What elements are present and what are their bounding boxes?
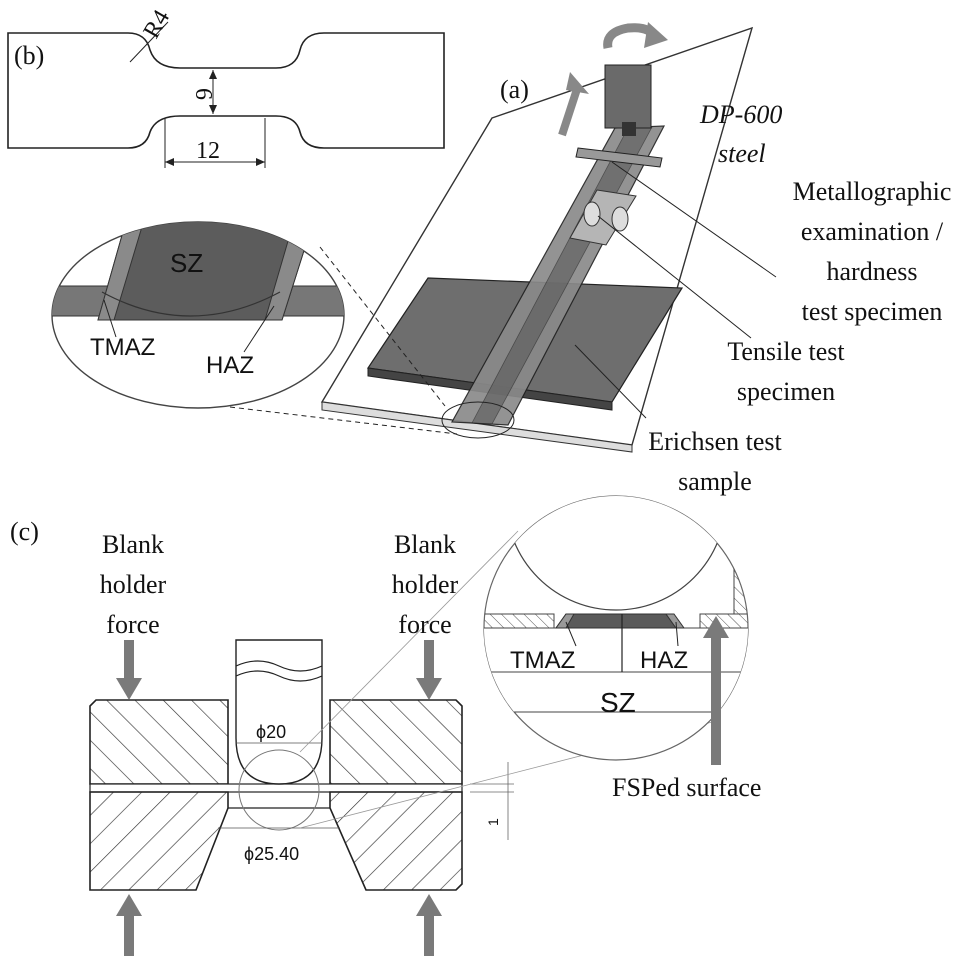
- zoom-sz: [555, 613, 677, 629]
- svg-text:Tensile test: Tensile test: [727, 337, 845, 366]
- zoom-source-c: [238, 749, 320, 831]
- punch-diameter-label: ϕ20: [256, 722, 286, 742]
- force-arrowhead-top-left-icon: [116, 678, 142, 700]
- length-arrow-left: [165, 158, 174, 166]
- panel-a-tag: (a): [500, 75, 529, 104]
- fsped-arrow-icon: [711, 635, 721, 765]
- zoom-link-c-top: [299, 530, 519, 753]
- zoom-sheet: [484, 627, 748, 673]
- haz-leader: [243, 305, 275, 353]
- svg-text:Blank: Blank: [102, 530, 164, 559]
- punch: [235, 639, 323, 785]
- sheet-sample: [89, 783, 463, 793]
- force-arrowhead-bottom-right-icon: [416, 894, 442, 916]
- zoom-source-a: [441, 401, 515, 439]
- travel-arrow-icon: [558, 84, 582, 137]
- fsped-surface-label: FSPed surface: [612, 773, 761, 802]
- zoom-haz-leader: [675, 621, 679, 647]
- force-arrowhead-top-right-icon: [416, 678, 442, 700]
- zoom-a-haz-label: HAZ: [206, 352, 254, 379]
- panel-c-tag: (c): [10, 517, 39, 546]
- svg-text:holder: holder: [100, 570, 167, 599]
- zoom-c-sz-label: SZ: [600, 687, 636, 718]
- svg-text:hardness: hardness: [827, 257, 918, 286]
- radius-leader: [129, 21, 169, 63]
- tmaz-leader: [103, 299, 117, 338]
- right-force-label: Blank holder force: [392, 530, 459, 639]
- tensile-notch-left: [583, 201, 601, 227]
- zoom-tmaz: [555, 613, 575, 629]
- tensile-specimen-outline: [7, 32, 445, 149]
- zoom-punch-side: [733, 559, 748, 615]
- zoom-holder-left: [484, 613, 555, 629]
- force-arrow-top-right-icon: [424, 640, 434, 680]
- gap-label: 1: [485, 818, 501, 826]
- panel-b: (b) R4 6 12: [7, 6, 445, 168]
- fsped-arrowhead-icon: [703, 616, 729, 638]
- svg-text:specimen: specimen: [737, 377, 835, 406]
- zoom-tmaz-leader: [565, 621, 577, 647]
- punch-break-1: [235, 660, 323, 672]
- punch-break-2: [235, 670, 323, 682]
- left-force-label: Blank holder force: [100, 530, 167, 639]
- lower-die-left: [89, 791, 229, 891]
- force-arrow-top-left-icon: [124, 640, 134, 680]
- zoom-content-c: [484, 496, 748, 713]
- lower-die-right: [329, 791, 463, 891]
- zoom-c-haz-label: HAZ: [640, 647, 688, 674]
- svg-text:force: force: [106, 610, 159, 639]
- metallographic-specimen: [575, 147, 663, 168]
- svg-text:test specimen: test specimen: [802, 297, 943, 326]
- svg-text:Erichsen test: Erichsen test: [648, 427, 782, 456]
- travel-arrowhead-icon: [566, 72, 589, 94]
- zoom-haz: [665, 613, 685, 629]
- radius-label: R4: [139, 6, 176, 43]
- die-diameter-label: ϕ25.40: [244, 844, 299, 864]
- width-arrow-top: [209, 70, 217, 79]
- erichsen-label: Erichsen test sample: [648, 427, 782, 496]
- svg-text:Blank: Blank: [394, 530, 456, 559]
- steel-plate-edge: [321, 401, 633, 453]
- sz-boundary: [101, 291, 281, 317]
- zoom-c-tmaz-label: TMAZ: [510, 647, 575, 674]
- length-arrow-right: [256, 158, 265, 166]
- svg-text:force: force: [398, 610, 451, 639]
- metallographic-label: Metallographic examination / hardness te…: [793, 177, 952, 326]
- force-arrow-bottom-left-icon: [124, 914, 134, 956]
- tensile-label: Tensile test specimen: [727, 337, 845, 406]
- tensile-specimen-on-strip: [569, 189, 637, 246]
- svg-text:examination /: examination /: [801, 217, 944, 246]
- leader-tensile: [597, 215, 752, 339]
- zoom-die: [484, 671, 748, 713]
- upper-holder-right: [329, 699, 463, 785]
- svg-text:sample: sample: [678, 467, 752, 496]
- width-label: 6: [190, 88, 216, 100]
- force-arrow-bottom-right-icon: [424, 914, 434, 956]
- panel-c: (c) Blank holder force Blank holder forc…: [10, 495, 761, 956]
- length-label: 12: [196, 138, 220, 164]
- material-line2: steel: [718, 139, 766, 168]
- width-arrow-bottom: [209, 105, 217, 114]
- zoom-a-sz-label: SZ: [170, 248, 203, 278]
- svg-text:Metallographic: Metallographic: [793, 177, 952, 206]
- leader-metallographic: [611, 161, 777, 278]
- zoom-link-bottom: [229, 406, 458, 435]
- panel-a: (a) DP-600 steel Metallographic examinat…: [51, 22, 952, 496]
- svg-text:holder: holder: [392, 570, 459, 599]
- force-arrowhead-bottom-left-icon: [116, 894, 142, 916]
- fsp-tool-pin: [622, 122, 636, 136]
- material-line1: DP-600: [699, 100, 782, 129]
- fsp-tool: [604, 64, 652, 129]
- zoom-link-top: [319, 246, 446, 407]
- leader-erichsen: [574, 344, 647, 419]
- rotation-arrowhead-icon: [644, 22, 668, 48]
- panel-b-tag: (b): [14, 41, 44, 70]
- upper-holder-left: [89, 699, 229, 785]
- zoom-a-tmaz-label: TMAZ: [90, 334, 155, 361]
- tensile-notch-right: [611, 206, 629, 232]
